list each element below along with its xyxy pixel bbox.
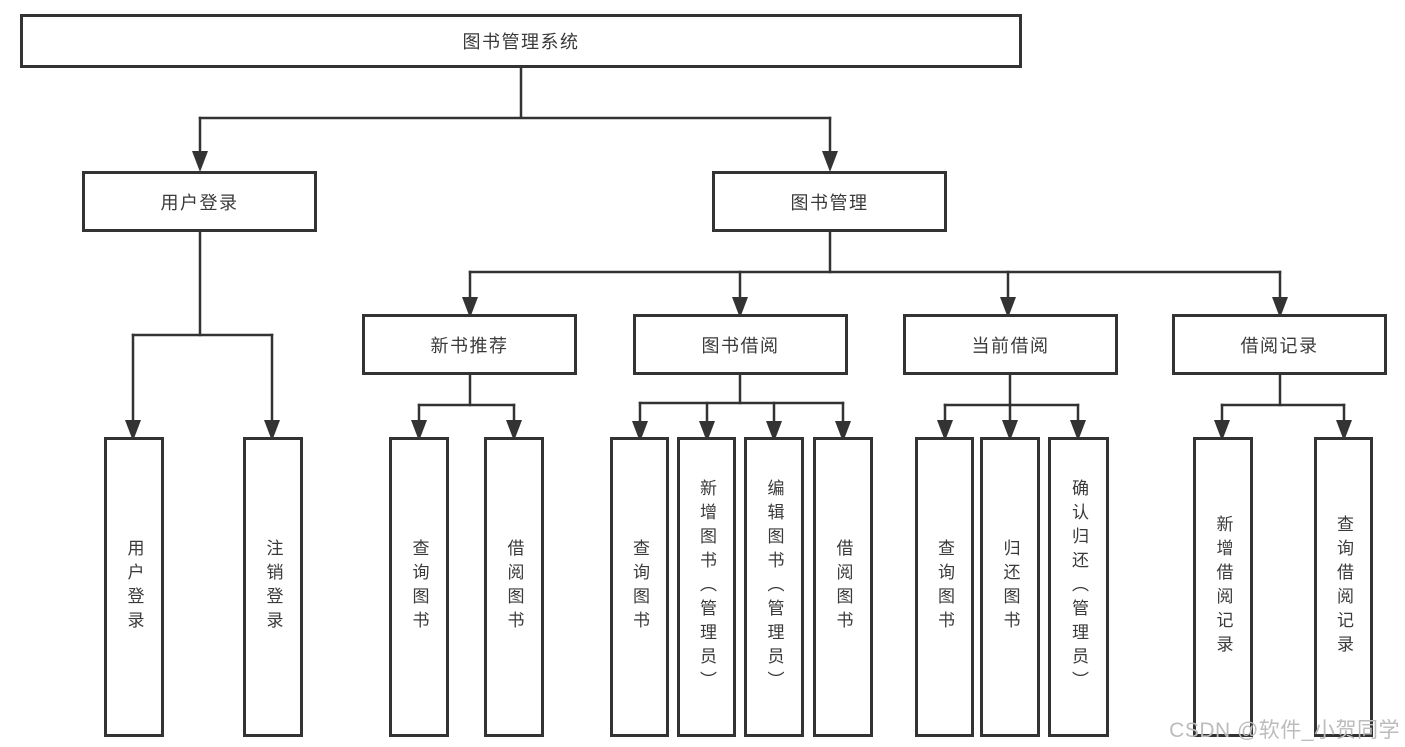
leaf-logout-label: 注销登录 bbox=[263, 539, 283, 635]
node-user-login: 用户登录 bbox=[82, 171, 317, 232]
arrow-icon bbox=[1070, 420, 1086, 441]
watermark: CSDN @软件_小贺同学 bbox=[1169, 719, 1400, 742]
leaf-add-book-admin-label: 新增图书（管理员） bbox=[697, 479, 716, 695]
arrow-icon bbox=[1336, 420, 1352, 441]
leaf-query-borrow-record: 查询借阅记录 bbox=[1314, 437, 1373, 737]
connector-root-to-level1 bbox=[192, 66, 838, 172]
leaf-query-books-borrow-label: 查询图书 bbox=[630, 539, 649, 635]
arrow-icon bbox=[264, 420, 280, 441]
connector-book-management-children bbox=[462, 229, 1288, 318]
leaf-borrow-books-borrow: 借阅图书 bbox=[813, 437, 873, 737]
leaf-query-books-borrow: 查询图书 bbox=[610, 437, 669, 737]
leaf-return-book-label: 归还图书 bbox=[1000, 539, 1020, 635]
leaf-confirm-return-admin: 确认归还（管理员） bbox=[1048, 437, 1109, 737]
leaf-query-books-recommend: 查询图书 bbox=[389, 437, 449, 737]
leaf-query-borrow-record-label: 查询借阅记录 bbox=[1334, 515, 1353, 659]
leaf-query-books-current-label: 查询图书 bbox=[935, 539, 954, 635]
leaf-confirm-return-admin-label: 确认归还（管理员） bbox=[1069, 479, 1088, 695]
leaf-edit-book-admin-label: 编辑图书（管理员） bbox=[764, 479, 784, 695]
node-user-login-label: 用户登录 bbox=[160, 192, 239, 213]
node-current-borrow: 当前借阅 bbox=[903, 314, 1118, 375]
arrow-icon bbox=[835, 421, 851, 442]
leaf-add-book-admin: 新增图书（管理员） bbox=[677, 437, 736, 737]
leaf-borrow-books-borrow-label: 借阅图书 bbox=[833, 539, 853, 635]
arrow-icon bbox=[732, 297, 748, 318]
arrow-icon bbox=[1272, 297, 1288, 318]
arrow-icon bbox=[462, 297, 478, 318]
leaf-query-books-current: 查询图书 bbox=[915, 437, 974, 737]
arrow-icon bbox=[411, 420, 427, 441]
leaf-add-borrow-record: 新增借阅记录 bbox=[1193, 437, 1253, 737]
node-new-book-recommend: 新书推荐 bbox=[362, 314, 577, 375]
arrow-icon bbox=[506, 420, 522, 441]
leaf-user-login-label: 用户登录 bbox=[124, 539, 144, 635]
leaf-return-book: 归还图书 bbox=[980, 437, 1040, 737]
node-root-label: 图书管理系统 bbox=[462, 32, 580, 52]
leaf-user-login: 用户登录 bbox=[104, 437, 164, 737]
connector-user-login-children bbox=[125, 229, 280, 441]
arrow-icon bbox=[192, 151, 208, 172]
connector-new-book-recommend-children bbox=[411, 372, 522, 441]
arrow-icon bbox=[125, 420, 141, 441]
node-root: 图书管理系统 bbox=[20, 14, 1022, 68]
node-book-management: 图书管理 bbox=[712, 171, 947, 232]
leaf-borrow-books-recommend: 借阅图书 bbox=[484, 437, 544, 737]
connector-current-borrow-children bbox=[937, 372, 1086, 441]
arrow-icon bbox=[1000, 297, 1016, 318]
node-book-borrow: 图书借阅 bbox=[633, 314, 848, 375]
arrow-icon bbox=[822, 151, 838, 172]
node-current-borrow-label: 当前借阅 bbox=[971, 335, 1050, 356]
leaf-edit-book-admin: 编辑图书（管理员） bbox=[744, 437, 804, 737]
node-book-borrow-label: 图书借阅 bbox=[701, 335, 780, 356]
arrow-icon bbox=[1002, 420, 1018, 441]
arrow-icon bbox=[766, 421, 782, 442]
node-borrow-records: 借阅记录 bbox=[1172, 314, 1387, 375]
arrow-icon bbox=[632, 421, 648, 442]
node-borrow-records-label: 借阅记录 bbox=[1240, 335, 1319, 356]
arrow-icon bbox=[937, 420, 953, 441]
node-book-management-label: 图书管理 bbox=[790, 192, 869, 213]
node-new-book-recommend-label: 新书推荐 bbox=[430, 335, 509, 356]
connector-borrow-records-children bbox=[1214, 372, 1352, 441]
leaf-query-books-recommend-label: 查询图书 bbox=[409, 539, 429, 635]
arrow-icon bbox=[1214, 420, 1230, 441]
connector-book-borrow-children bbox=[632, 372, 851, 442]
leaf-logout: 注销登录 bbox=[243, 437, 303, 737]
arrow-icon bbox=[699, 421, 715, 442]
leaf-borrow-books-recommend-label: 借阅图书 bbox=[504, 539, 524, 635]
leaf-add-borrow-record-label: 新增借阅记录 bbox=[1213, 515, 1233, 659]
